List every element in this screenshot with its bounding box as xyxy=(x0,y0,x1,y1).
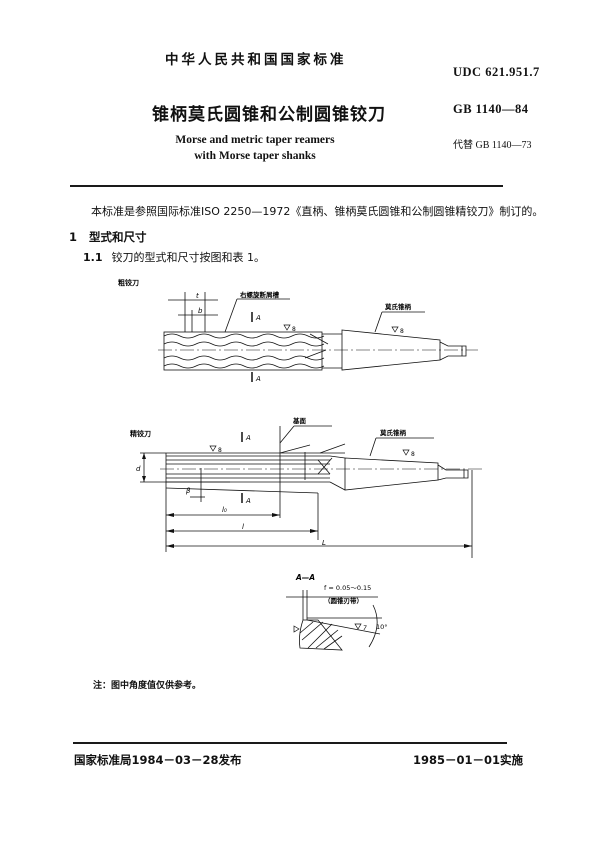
intro-paragraph: 本标准是参照国际标准ISO 2250—1972《直柄、锥柄莫氏圆锥和公制圆锥精铰… xyxy=(91,205,544,218)
datum-label: 基面 xyxy=(292,416,307,425)
effective-date: 1985－01－01实施 xyxy=(413,753,524,767)
section-aa-figure: A—A f = 0.05～0.15 （圆锥刃带） 7 10° xyxy=(286,573,388,651)
roughness-icon xyxy=(209,445,217,452)
section-1-1-text: 铰刀的型式和尺寸按图和表 1。 xyxy=(111,251,266,264)
roughness-icon xyxy=(402,449,410,456)
section-aa-title: A—A xyxy=(295,573,315,582)
groove-label: 右螺旋断屑槽 xyxy=(239,290,280,299)
section-1-1-number: 1.1 xyxy=(83,251,103,264)
dim-L-label: L xyxy=(322,539,326,547)
finish-reamer-label: 精铰刀 xyxy=(130,429,151,438)
publication-date: 国家标准局1984－03－28发布 xyxy=(74,753,242,767)
dim-l0-label: l₀ xyxy=(222,506,227,514)
section-mark-top: A xyxy=(245,434,251,442)
replaces-standard: 代替 GB 1140—73 xyxy=(453,140,532,151)
roughness-value: 7 xyxy=(363,625,367,632)
dim-beta-label: β xyxy=(186,487,191,495)
roughness-value: 8 xyxy=(400,328,404,335)
rough-reamer-figure: 粗铰刀 t b 右螺旋断屑槽 莫氏锥柄 A A 8 xyxy=(118,278,478,383)
section-1-title: 型式和尺寸 xyxy=(89,230,147,244)
roughness-icon xyxy=(354,623,362,630)
document-title-en-line2: with Morse taper shanks xyxy=(194,150,316,162)
section-1-heading: 1 型式和尺寸 xyxy=(69,229,147,245)
dim-l-label: l xyxy=(242,523,244,531)
angle-label: 10° xyxy=(376,623,388,631)
dim-b-label: b xyxy=(198,307,203,315)
section-1-number: 1 xyxy=(69,230,78,244)
standard-body-heading: 中华人民共和国国家标准 xyxy=(165,52,347,68)
roughness-value: 8 xyxy=(411,451,415,458)
dim-d-label: d xyxy=(136,465,141,473)
udc-number: UDC 621.951.7 xyxy=(453,65,540,79)
section-mark-bottom: A xyxy=(255,375,261,383)
rough-reamer-label: 粗铰刀 xyxy=(118,278,139,287)
roughness-value: 8 xyxy=(218,447,222,454)
roughness-icon xyxy=(391,326,399,333)
land-note-label: （圆锥刃带） xyxy=(324,596,363,605)
standard-number: GB 1140—84 xyxy=(453,102,529,116)
finish-shank-label: 莫氏锥柄 xyxy=(380,428,407,437)
roughness-icon xyxy=(283,324,291,331)
roughness-icon xyxy=(293,625,300,633)
land-width-label: f = 0.05～0.15 xyxy=(324,584,371,592)
section-mark-bottom: A xyxy=(245,497,251,505)
rough-shank-label: 莫氏锥柄 xyxy=(385,302,412,311)
footer-divider xyxy=(73,742,507,744)
figure-note: 注：图中角度值仅供参考。 xyxy=(93,681,202,691)
section-mark-top: A xyxy=(255,314,261,322)
dim-t-label: t xyxy=(196,292,199,300)
document-title-en-line1: Morse and metric taper reamers xyxy=(175,134,335,146)
document-title-cn: 锥柄莫氏圆锥和公制圆锥铰刀 xyxy=(152,105,386,125)
section-1-1: 1.1 铰刀的型式和尺寸按图和表 1。 xyxy=(83,249,265,265)
roughness-value: 8 xyxy=(292,326,296,333)
header-divider xyxy=(70,185,503,187)
finish-reamer-figure: 精铰刀 xyxy=(130,416,485,558)
